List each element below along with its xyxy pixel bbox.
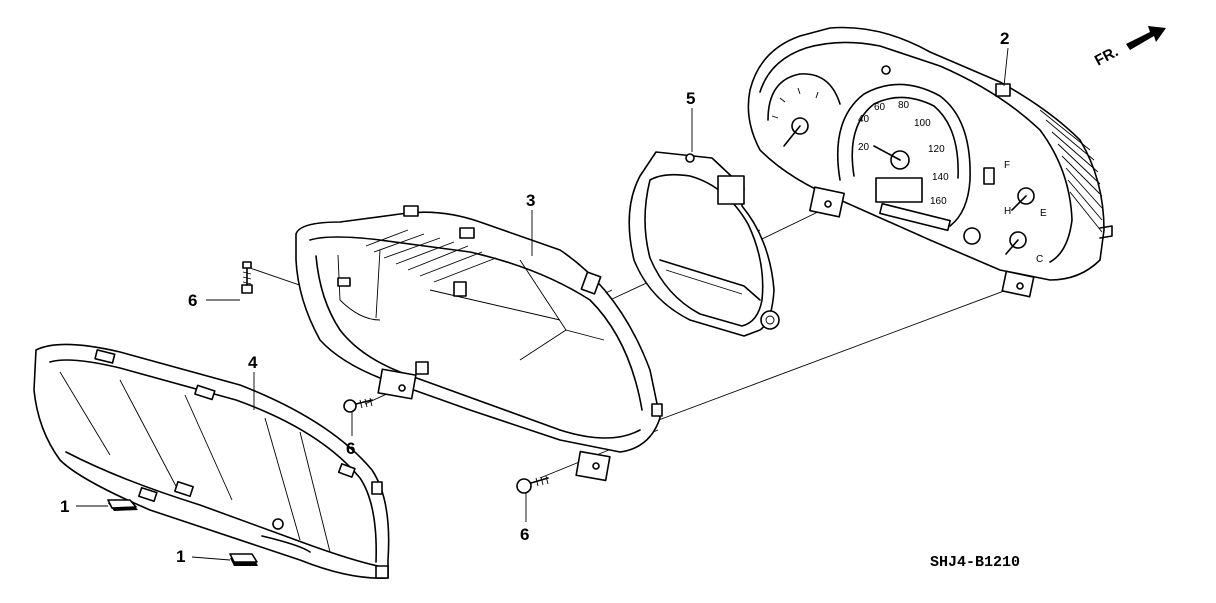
speed-tick-160: 160 bbox=[930, 196, 947, 207]
speedometer-gauge: 20 40 60 80 100 120 140 160 bbox=[836, 83, 971, 227]
speed-tick-60: 60 bbox=[874, 102, 886, 113]
ring-part bbox=[628, 151, 780, 337]
screw-top bbox=[241, 261, 253, 294]
speed-tick-40: 40 bbox=[858, 114, 870, 125]
part-code-label: SHJ4-B1210 bbox=[930, 554, 1020, 571]
temperature-gauge: H C bbox=[1004, 206, 1043, 265]
callout-meter-assembly: 2 bbox=[1000, 29, 1009, 48]
speed-tick-140: 140 bbox=[932, 172, 949, 183]
clip-parts bbox=[107, 499, 258, 566]
callout-screw-middle: 6 bbox=[346, 439, 355, 458]
connector-ribs bbox=[1039, 109, 1103, 233]
screw-middle bbox=[343, 397, 373, 413]
screw-bottom bbox=[516, 475, 549, 494]
callout-leaders bbox=[76, 47, 1009, 561]
front-direction-label: FR. bbox=[1092, 43, 1121, 69]
callout-clip-upper: 1 bbox=[60, 497, 69, 516]
indicator-icon bbox=[983, 167, 995, 185]
visor-hatching bbox=[365, 229, 497, 283]
front-direction-indicator: FR. bbox=[1092, 26, 1166, 70]
lens-part bbox=[33, 343, 390, 579]
callout-screw-bottom: 6 bbox=[520, 525, 529, 544]
front-arrow-icon bbox=[1126, 26, 1166, 50]
speed-tick-100: 100 bbox=[914, 118, 931, 129]
callout-visor: 3 bbox=[526, 191, 535, 210]
tachometer-gauge bbox=[767, 73, 841, 147]
meter-assembly-part: 20 40 60 80 100 120 140 160 F E H C bbox=[747, 26, 1113, 298]
callout-ring: 5 bbox=[686, 89, 695, 108]
fuel-full-mark: F bbox=[1004, 160, 1010, 171]
temp-hot-mark: H bbox=[1004, 206, 1011, 217]
speed-tick-120: 120 bbox=[928, 144, 945, 155]
callout-clip-lower: 1 bbox=[176, 547, 185, 566]
speed-tick-80: 80 bbox=[898, 100, 910, 111]
speed-tick-20: 20 bbox=[858, 142, 870, 153]
visor-part bbox=[295, 205, 663, 482]
callout-lens: 4 bbox=[248, 353, 258, 372]
callout-screw-top: 6 bbox=[188, 291, 197, 310]
temp-cold-mark: C bbox=[1036, 254, 1043, 265]
fuel-empty-mark: E bbox=[1040, 208, 1047, 219]
fuel-gauge: F E bbox=[1004, 160, 1047, 219]
